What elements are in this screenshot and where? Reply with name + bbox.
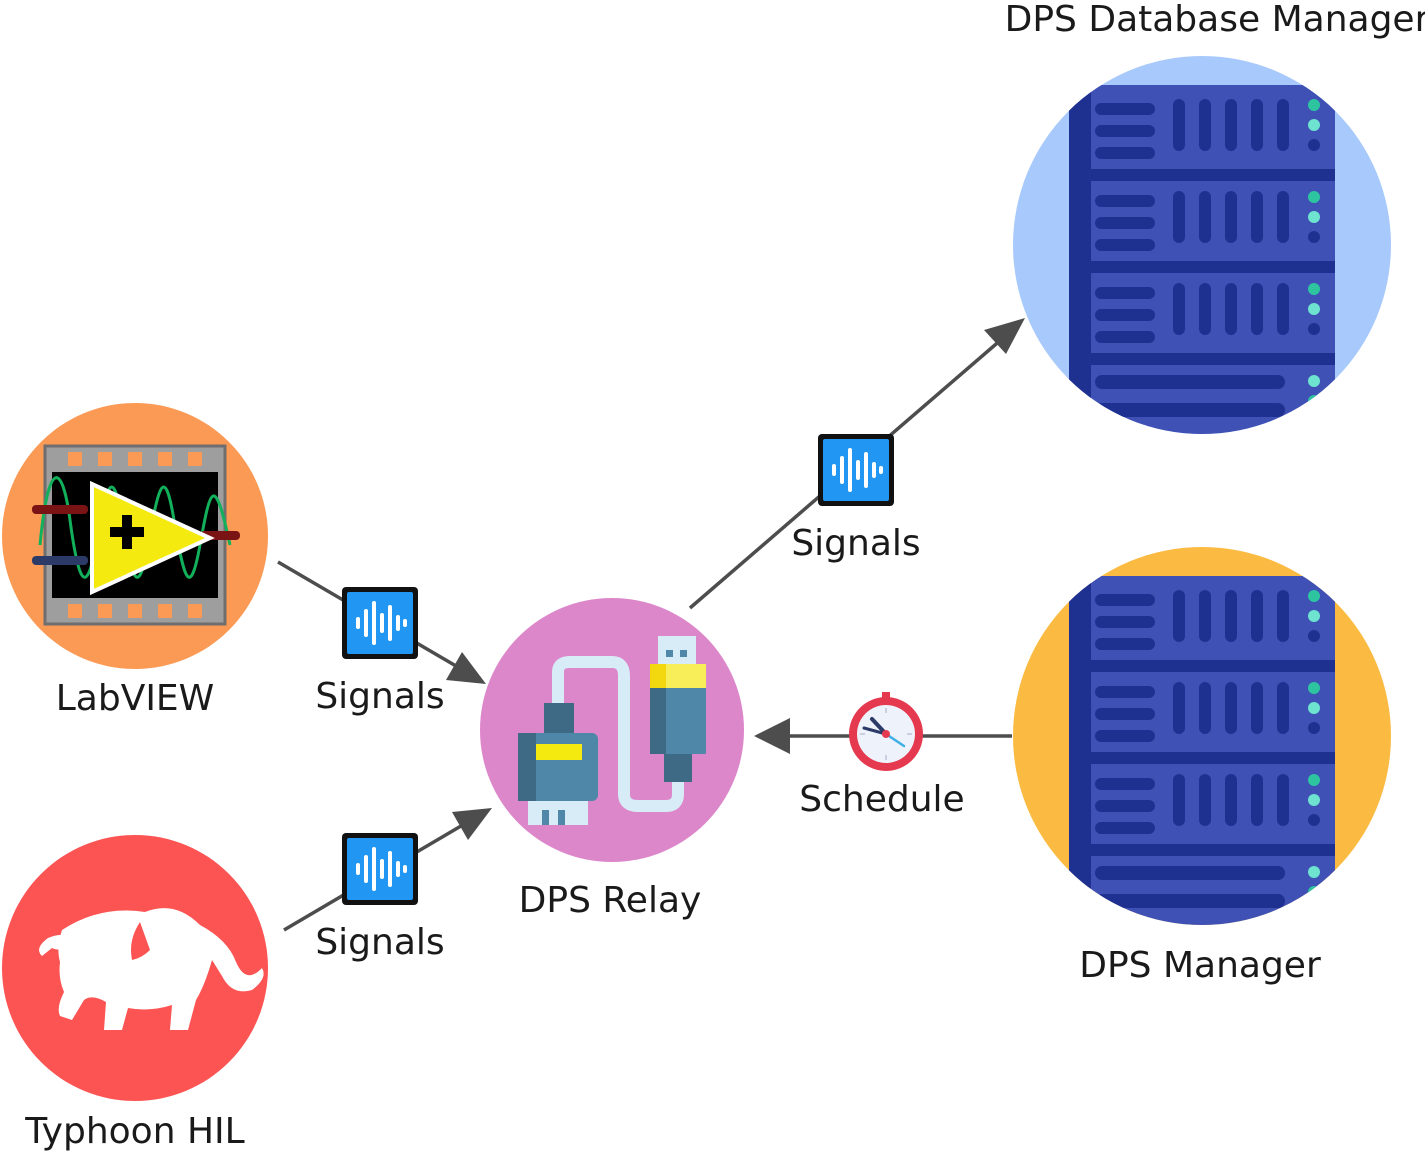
node-dps-manager: DPS Manager (1013, 547, 1391, 986)
edge-label: Signals (315, 676, 444, 717)
node-labview: LabVIEW (2, 403, 268, 719)
edge-label: Signals (791, 523, 920, 564)
server-rack-icon (1069, 85, 1335, 435)
signal-waveform-icon (340, 585, 420, 661)
node-label: DPS Relay (519, 880, 702, 921)
node-dps-database-manager: DPS Database Manager (1005, 0, 1425, 435)
node-label: Typhoon HIL (24, 1111, 244, 1151)
server-rack-icon (1069, 576, 1335, 926)
signal-waveform-icon (816, 432, 896, 508)
node-dps-relay: DPS Relay (480, 598, 744, 921)
edge-label: Signals (315, 922, 444, 963)
clock-icon (849, 692, 923, 771)
labview-vi-icon (32, 444, 240, 626)
node-label: DPS Database Manager (1005, 0, 1425, 40)
node-label: DPS Manager (1079, 945, 1321, 986)
edge-label: Schedule (799, 779, 964, 820)
usb-cable-icon (518, 636, 706, 825)
elephant-icon (39, 908, 264, 1030)
node-label: LabVIEW (56, 678, 215, 719)
signal-waveform-icon (340, 831, 420, 907)
node-typhoon-hil: Typhoon HIL (2, 835, 268, 1151)
